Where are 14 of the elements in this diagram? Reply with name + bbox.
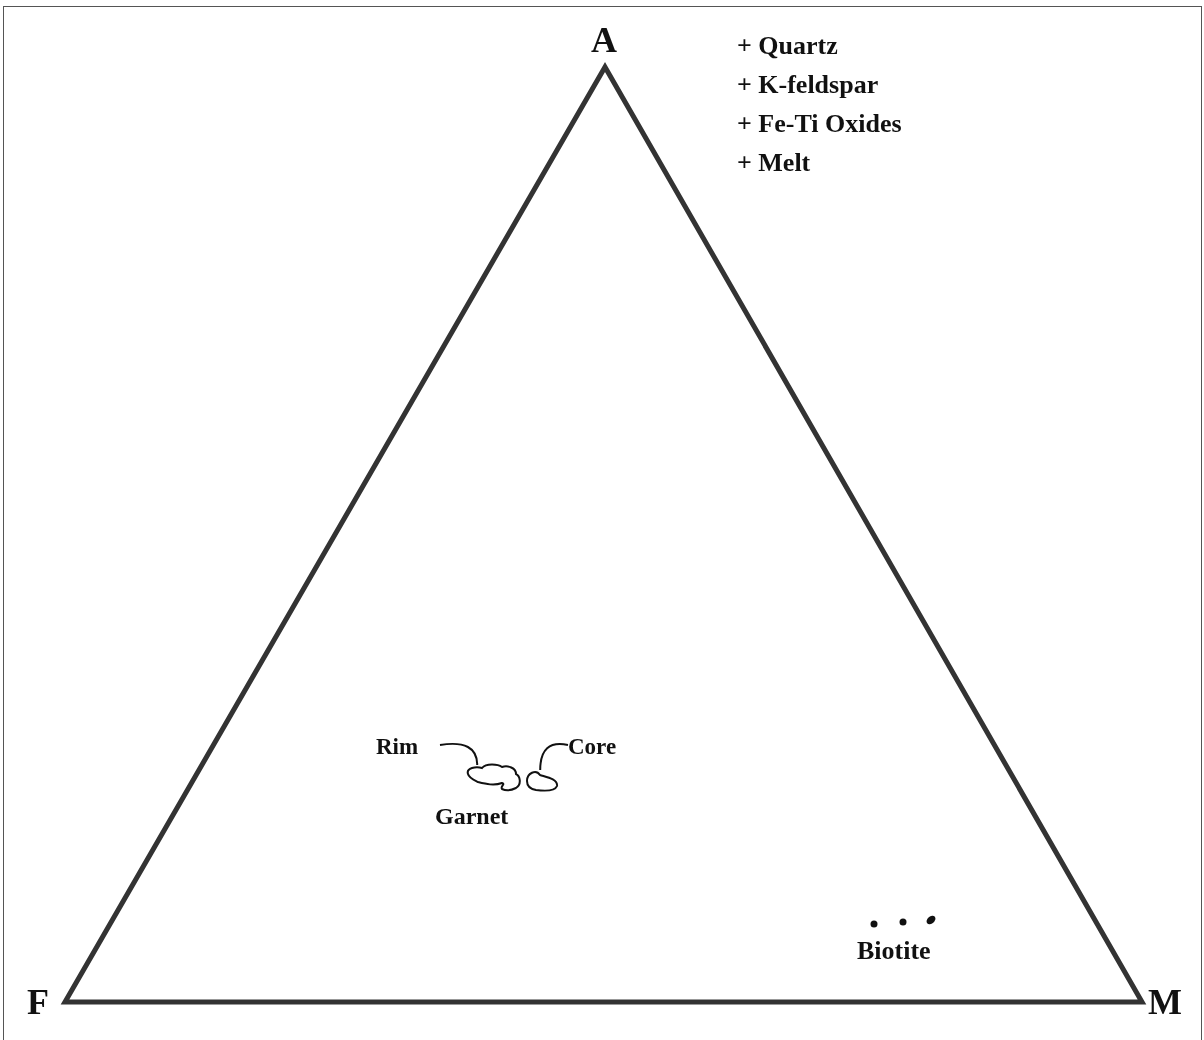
leader-line bbox=[439, 742, 479, 766]
leader-line bbox=[539, 743, 569, 771]
diagram-label: Garnet bbox=[435, 804, 509, 828]
diagram-label: + Quartz bbox=[737, 33, 838, 59]
diagram-label: M bbox=[1148, 984, 1182, 1020]
diagram-label: Biotite bbox=[857, 938, 931, 964]
diagram-label: + Fe-Ti Oxides bbox=[737, 111, 902, 137]
label-text: Rim bbox=[376, 731, 440, 763]
diagram-label: A bbox=[590, 22, 618, 58]
diagram-label: + K-feldspar bbox=[737, 72, 879, 98]
label-text: Core bbox=[568, 731, 638, 763]
garnet-outline-cloud bbox=[464, 762, 524, 792]
diagram-label: F bbox=[27, 984, 49, 1020]
diagram-label: + Melt bbox=[737, 150, 811, 176]
